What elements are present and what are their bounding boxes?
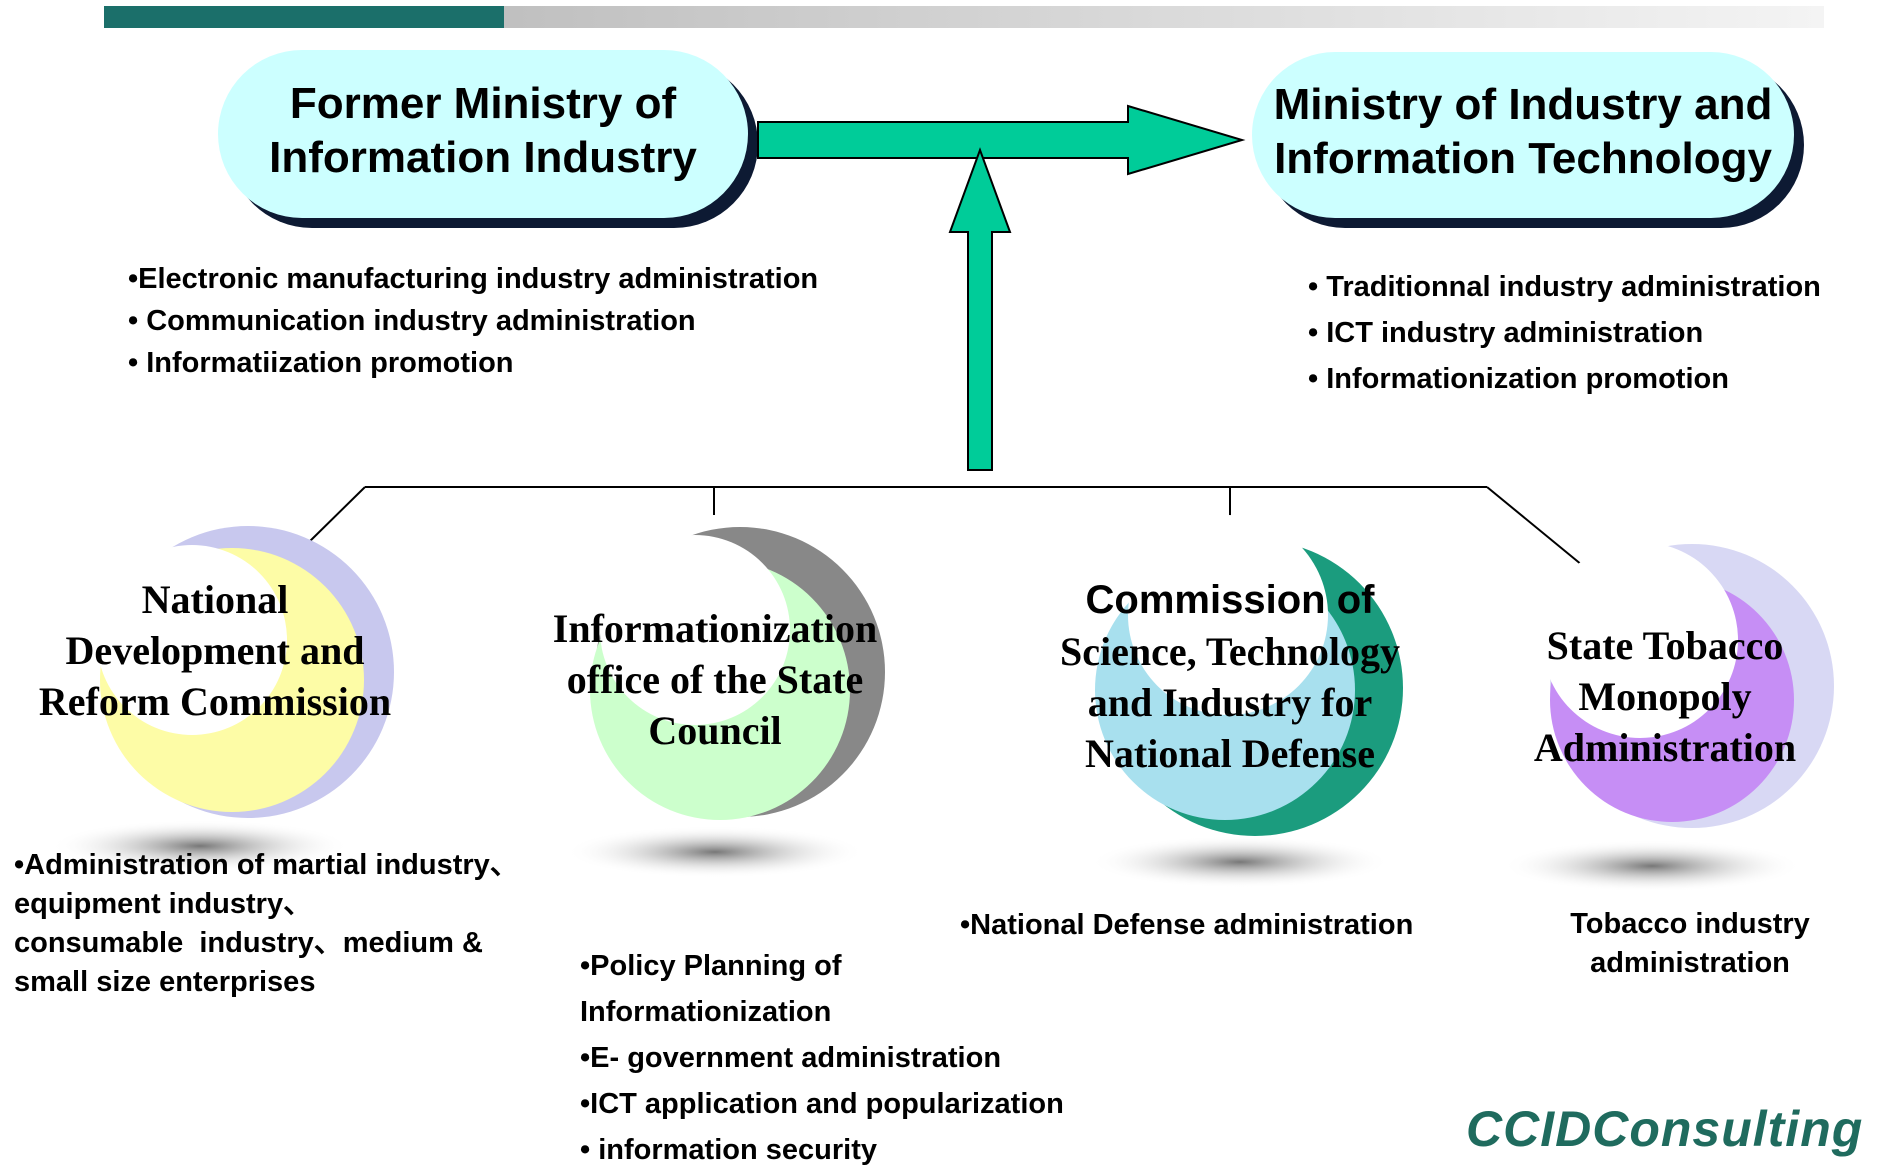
tobacco-functions: Tobacco industry administration xyxy=(1540,905,1840,983)
new-function-item: • Traditionnal industry administration xyxy=(1308,271,1821,303)
info-office-title-line: Informationization xyxy=(552,606,878,651)
ndrc-title-line: Reform Commission xyxy=(38,679,392,724)
ndrc-function-line: consumable industry、medium & xyxy=(14,927,483,959)
former-function-item: • Informatiization promotion xyxy=(128,347,514,379)
tobacco-function-line: Tobacco industry xyxy=(1570,908,1810,940)
tobacco-title-line: Administration xyxy=(1533,725,1797,770)
info-office-circle xyxy=(590,527,885,820)
info-office-title: Informationization office of the State C… xyxy=(510,603,920,756)
new-function-item: • Informationization promotion xyxy=(1308,363,1729,395)
tobacco-title-line: Monopoly xyxy=(1578,674,1752,719)
info-office-title-line: Council xyxy=(648,708,782,753)
former-function-item: •Electronic manufacturing industry admin… xyxy=(128,263,819,295)
defense-title-line: and Industry for xyxy=(1087,680,1373,725)
ndrc-functions: •Administration of martial industry、 equ… xyxy=(14,846,519,1002)
former-function-item: • Communication industry administration xyxy=(128,305,696,337)
new-ministry-title-line2: Information Technology xyxy=(1274,134,1772,183)
info-office-functions: •Policy Planning of Informationization •… xyxy=(580,943,1064,1173)
info-office-function-line: Informationization xyxy=(580,996,832,1028)
ndrc-function-line: equipment industry、 xyxy=(14,888,313,920)
new-function-item: • ICT industry administration xyxy=(1308,317,1704,349)
ndrc-circle xyxy=(97,526,394,818)
new-ministry-box-shape xyxy=(1252,52,1804,228)
defense-functions: •National Defense administration xyxy=(960,905,1413,945)
new-ministry-functions: • Traditionnal industry administration •… xyxy=(1308,264,1821,402)
ccid-consulting-logo: CCIDConsulting xyxy=(1466,1101,1864,1157)
ndrc-function-line: •Administration of martial industry、 xyxy=(14,849,519,881)
ndrc-title-line: National xyxy=(141,577,289,622)
ndrc-title-line: Development and xyxy=(65,628,365,673)
header-bar xyxy=(104,6,1824,28)
info-office-function-line: •E- government administration xyxy=(580,1042,1002,1074)
new-ministry-title: Ministry of Industry and Information Tec… xyxy=(1252,78,1794,186)
tobacco-circle xyxy=(1542,542,1834,828)
defense-title-line: Commission of xyxy=(1085,578,1375,622)
ndrc-function-line: small size enterprises xyxy=(14,966,316,998)
defense-circle xyxy=(1095,515,1403,836)
new-ministry-title-line1: Ministry of Industry and xyxy=(1273,80,1773,129)
former-ministry-box-shape xyxy=(218,50,758,228)
defense-title-line: National Defense xyxy=(1085,731,1375,776)
former-ministry-title: Former Ministry of Information Industry xyxy=(218,77,748,185)
ndrc-title: National Development and Reform Commissi… xyxy=(10,574,420,727)
info-office-function-line: •Policy Planning of xyxy=(580,950,842,982)
circle-shadows xyxy=(50,820,1802,892)
connector-lines xyxy=(305,486,1583,566)
transition-arrow xyxy=(757,104,1246,176)
tobacco-title: State Tobacco Monopoly Administration xyxy=(1475,620,1855,773)
defense-function-line: •National Defense administration xyxy=(960,909,1414,941)
merge-arrow xyxy=(948,147,1012,471)
defense-title: Commission of Science, Technology and In… xyxy=(1030,575,1430,779)
info-office-function-line: •ICT application and popularization xyxy=(580,1088,1064,1120)
tobacco-title-line: State Tobacco xyxy=(1546,623,1784,668)
former-ministry-title-line2: Information Industry xyxy=(269,133,697,182)
defense-title-line: Science, Technology xyxy=(1059,629,1401,674)
former-ministry-title-line1: Former Ministry of xyxy=(289,79,677,128)
info-office-title-line: office of the State xyxy=(566,657,864,702)
former-ministry-functions: •Electronic manufacturing industry admin… xyxy=(128,258,818,384)
tobacco-function-line: administration xyxy=(1590,947,1790,979)
info-office-function-line: • information security xyxy=(580,1134,877,1166)
